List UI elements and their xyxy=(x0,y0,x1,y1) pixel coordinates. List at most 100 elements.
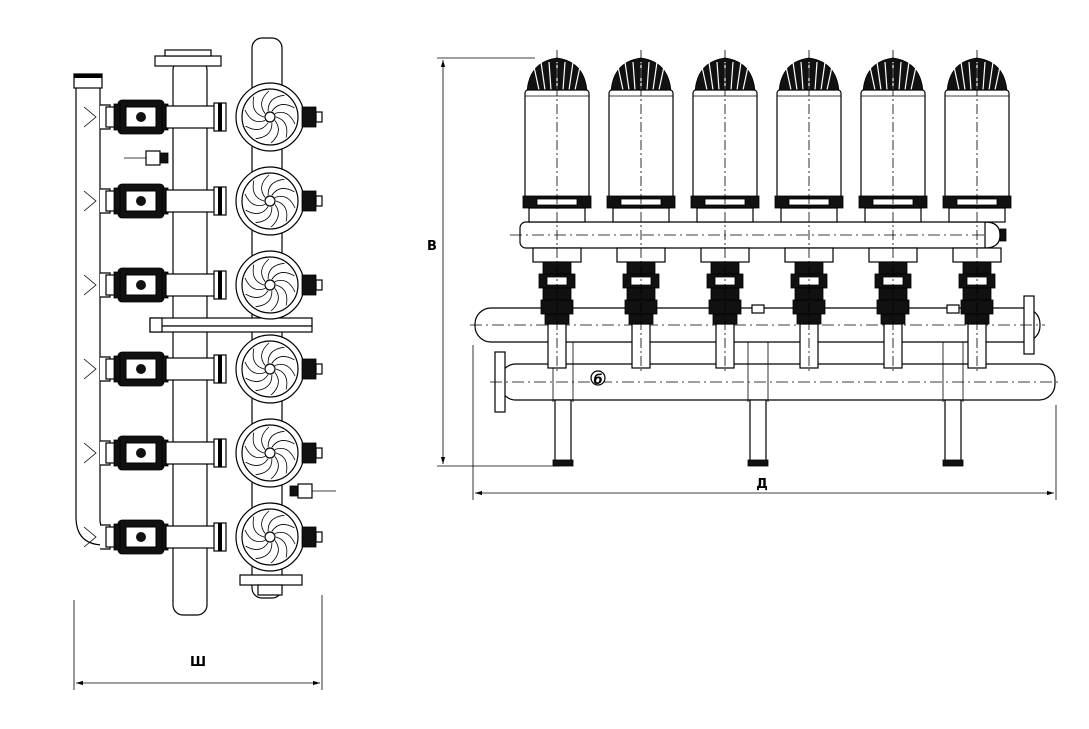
swirl-vane xyxy=(255,290,273,308)
swirl-vane xyxy=(267,514,285,532)
tee-marker xyxy=(83,190,97,212)
swirl-vane xyxy=(270,540,279,564)
cap-rib xyxy=(562,61,566,91)
cap-rib xyxy=(968,61,972,91)
valve-stem xyxy=(136,196,146,206)
filter-head-hub xyxy=(264,279,276,291)
cross-pipe xyxy=(165,189,217,213)
drain-valve xyxy=(301,106,317,128)
cap-rib xyxy=(884,61,888,91)
cap-rib xyxy=(904,61,910,91)
tee-marker xyxy=(83,442,97,464)
swirl-vane xyxy=(261,510,270,534)
cap-rib xyxy=(960,61,966,91)
swirl-vane xyxy=(271,188,295,196)
filter-unit xyxy=(690,50,760,372)
side-filter-row xyxy=(83,334,323,404)
union-band xyxy=(218,355,222,383)
front-view: б xyxy=(470,50,1060,467)
swirl-vane xyxy=(274,111,296,125)
length-dimension-label: Д xyxy=(756,477,768,492)
cap-rib xyxy=(826,61,834,91)
cap-rib xyxy=(910,61,918,91)
swirl-vane xyxy=(252,432,265,454)
cap-rib xyxy=(898,61,902,91)
cap-rib xyxy=(716,61,720,91)
swirl-vane xyxy=(270,288,279,312)
drain-outlet xyxy=(315,279,323,291)
valve-nut-left xyxy=(113,355,121,383)
tee-marker xyxy=(83,358,97,380)
drain-outlet xyxy=(315,363,323,375)
valve-nut-left xyxy=(113,523,121,551)
swirl-vane xyxy=(275,452,288,474)
swirl-vane xyxy=(270,120,279,144)
width-dimension-label: Ш xyxy=(190,655,206,670)
filter-unit xyxy=(606,50,676,372)
cap-rib xyxy=(568,61,574,91)
valve-nut-left xyxy=(113,271,121,299)
cap-rib xyxy=(820,61,826,91)
cap-rib xyxy=(868,61,876,91)
filter-unit xyxy=(522,50,592,372)
swirl-vane xyxy=(245,458,269,466)
support-post xyxy=(749,399,767,465)
valve-nut-left xyxy=(113,439,121,467)
side-filter-row xyxy=(83,502,323,572)
cap-rib xyxy=(952,61,960,91)
cap-rib xyxy=(730,61,734,91)
support-clamp-top xyxy=(751,304,765,314)
swirl-vane xyxy=(270,372,279,396)
drain-valve xyxy=(301,190,317,212)
side-filter-row xyxy=(83,250,323,320)
drain-outlet xyxy=(315,111,323,123)
swirl-vane xyxy=(244,361,266,375)
swirl-vane xyxy=(271,356,295,364)
swirl-vane xyxy=(275,116,288,138)
drain-outlet xyxy=(315,195,323,207)
swirl-vane xyxy=(245,374,269,382)
swirl-vane xyxy=(245,542,269,550)
cross-pipe xyxy=(165,273,217,297)
swirl-vane xyxy=(244,529,266,543)
side-filter-rows xyxy=(83,82,323,572)
swirl-vane xyxy=(275,368,288,390)
filter-unit xyxy=(858,50,928,372)
bracket-end xyxy=(149,317,163,333)
drain-outlet xyxy=(315,447,323,459)
drain-outlet xyxy=(315,531,323,543)
support-leg xyxy=(747,304,769,467)
cap-rib xyxy=(800,61,804,91)
swirl-vane xyxy=(252,516,265,538)
front-filter-units xyxy=(522,50,1012,372)
filter-head-hub xyxy=(264,531,276,543)
swirl-vane xyxy=(245,122,269,130)
cap-rib xyxy=(574,61,582,91)
side-filter-row xyxy=(83,82,323,152)
middle-top-flange xyxy=(154,55,222,67)
swirl-vane xyxy=(267,346,285,364)
filter-head-hub xyxy=(264,447,276,459)
swirl-vane xyxy=(252,180,265,202)
side-filter-row xyxy=(83,166,323,236)
swirl-vane xyxy=(267,430,285,448)
cap-rib xyxy=(658,61,666,91)
swirl-vane xyxy=(274,195,296,209)
cap-rib xyxy=(876,61,882,91)
cap-rib xyxy=(646,61,650,91)
swirl-vane xyxy=(255,122,273,140)
swirl-vane xyxy=(267,262,285,280)
swirl-vane xyxy=(255,542,273,560)
pressure-gauge-lower xyxy=(289,483,336,499)
support-foot xyxy=(552,459,574,467)
support-foot xyxy=(747,459,769,467)
cap-rib xyxy=(792,61,798,91)
cap-rib xyxy=(982,61,986,91)
right-bottom-stub xyxy=(257,584,283,596)
swirl-vane xyxy=(261,342,270,366)
swirl-vane xyxy=(274,531,296,545)
union-band xyxy=(218,187,222,215)
cross-pipe xyxy=(165,525,217,549)
length-dimension: Д xyxy=(472,345,1057,500)
